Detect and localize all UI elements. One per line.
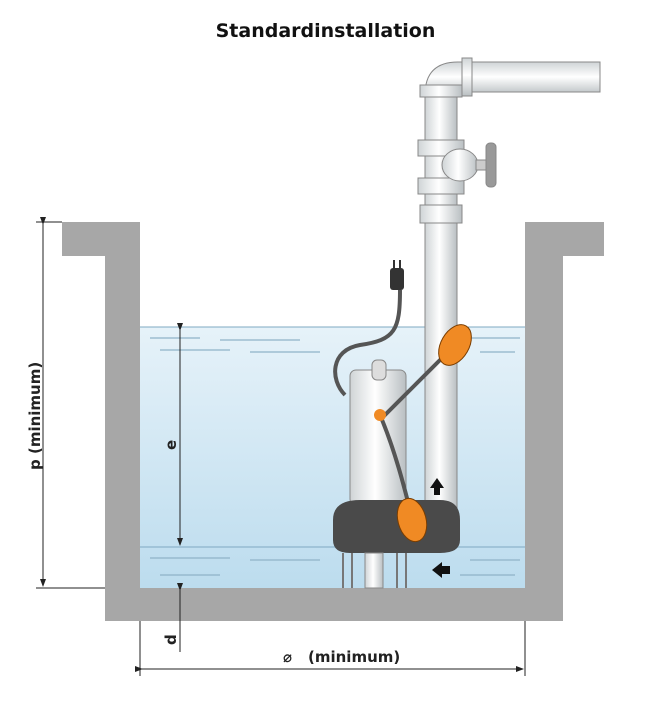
flow-up-arrow-icon	[430, 478, 444, 495]
float-switch-lower	[396, 497, 428, 543]
diameter-dimension-label: (minimum)	[308, 648, 400, 666]
pit-wall	[62, 222, 604, 621]
d-dimension-label: d	[162, 634, 180, 645]
water	[140, 327, 525, 588]
float-switch-upper	[438, 324, 472, 366]
flow-in-arrow-icon	[432, 562, 450, 578]
discharge-pipe	[417, 57, 601, 511]
plug-icon	[390, 260, 404, 290]
submersible-pump	[333, 359, 460, 589]
water-ripples	[150, 337, 520, 576]
diagram-title: Standardinstallation	[215, 20, 436, 42]
power-cord	[333, 289, 402, 397]
diameter-symbol-icon: ⌀	[283, 648, 292, 666]
e-dimension-label: e	[162, 440, 180, 450]
p-dimension-label: p (minimum)	[26, 362, 44, 470]
dimension-lines	[36, 217, 526, 676]
